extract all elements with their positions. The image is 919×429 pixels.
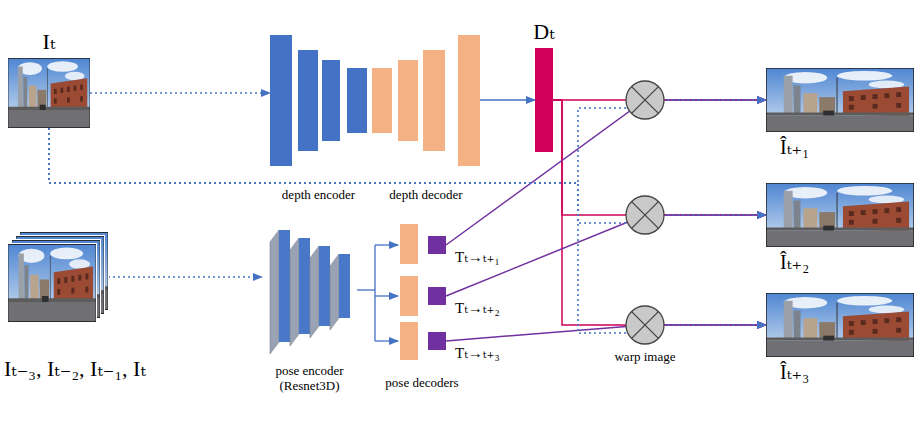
connector (480, 100, 535, 101)
node-label: pose encoder (Resnet3D) (250, 364, 370, 394)
photo (766, 293, 914, 357)
input-sequence-art (8, 232, 108, 322)
connector-line (357, 289, 375, 290)
connector-line (49, 128, 766, 333)
pose-decoder-bar (400, 322, 418, 360)
node-label: Îₜ₊₂ (780, 251, 809, 274)
warp-circle (626, 306, 664, 344)
connector-line (375, 340, 398, 341)
warp-operator (626, 306, 664, 344)
warp-cross (632, 202, 659, 229)
photo (8, 58, 90, 128)
pose-decoder-bar (400, 276, 418, 316)
warped-image: Îₜ₊₂ (766, 183, 914, 247)
depth-decoder-art (372, 35, 480, 166)
warp-operator (626, 81, 664, 119)
decoder-layer (423, 50, 445, 151)
warp-cross (632, 202, 659, 229)
connector-line (375, 244, 398, 245)
depth-map: Dₜ (535, 48, 553, 152)
warped-image: Îₜ₊₃ (766, 293, 914, 357)
pose-output (428, 287, 446, 305)
node-label: Îₜ₊₃ (780, 361, 809, 384)
transform-label: Tₜ→ₜ₊₁ (454, 248, 501, 266)
pose-encoder-art (262, 226, 357, 354)
input-image: Iₜ (8, 58, 90, 128)
depth-encoder-art (270, 35, 367, 166)
warped-image-art (766, 293, 914, 357)
encoder-layer (322, 60, 340, 141)
encoder-slab-front (299, 238, 310, 334)
warp-cross (632, 87, 659, 114)
connector-line (90, 92, 270, 94)
warp-circle (626, 81, 664, 119)
encoder-slab-side (330, 254, 339, 330)
node-label: Iₜ₋₃, Iₜ₋₂, Iₜ₋₁, Iₜ (4, 356, 146, 381)
warped-image: Îₜ₊₁ (766, 68, 914, 132)
transform-label: Tₜ→ₜ₊₃ (454, 344, 501, 362)
connector (90, 93, 270, 94)
depth-map-art (535, 48, 553, 152)
pose-decoders: pose decoders (398, 224, 446, 362)
decoder-layer (458, 35, 480, 166)
connector (357, 245, 398, 341)
warp-operator (626, 196, 664, 234)
node-label: depth encoder (282, 188, 355, 203)
decoder-layer (372, 68, 392, 133)
photo (766, 68, 914, 132)
connector (553, 100, 766, 325)
depth-encoder: depth encoder (270, 35, 367, 166)
node-label: depth decoder (389, 188, 462, 203)
connector-line (553, 100, 766, 325)
connector-line (480, 99, 535, 100)
encoder-slab-front (319, 246, 330, 326)
depth-decoder: depth decoder (372, 35, 480, 166)
warp-cross (632, 312, 659, 339)
input-sequence: Iₜ₋₃, Iₜ₋₂, Iₜ₋₁, Iₜ (8, 232, 108, 322)
encoder-layer (298, 50, 318, 151)
pose-encoder: pose encoder (Resnet3D) (262, 226, 357, 354)
connector-line (108, 276, 262, 278)
connector-line (446, 215, 766, 296)
pose-output (428, 332, 446, 350)
depth-map-bar (535, 48, 553, 152)
node-label: Dₜ (533, 19, 554, 44)
connector (446, 215, 766, 296)
pose-decoders-art (398, 224, 446, 362)
input-image-art (8, 58, 90, 128)
encoder-slab-side (270, 230, 279, 354)
encoder-slab-side (310, 246, 319, 338)
pose-decoder-bar (400, 224, 418, 264)
pose-output (428, 236, 446, 254)
connector (108, 277, 262, 278)
connector (553, 100, 766, 215)
transform-label: Tₜ→ₜ₊₂ (454, 299, 501, 317)
decoder-layer (398, 60, 418, 141)
photo (8, 244, 96, 322)
node-label: Îₜ₊₁ (780, 136, 809, 159)
connector (49, 128, 766, 333)
warped-image-art (766, 183, 914, 247)
encoder-layer (347, 68, 367, 133)
warp-cross (632, 312, 659, 339)
connector-line (375, 295, 398, 296)
connector-line (374, 245, 375, 341)
encoder-slab-front (279, 230, 290, 342)
photo-backing (7, 243, 97, 323)
node-label: Iₜ (43, 29, 56, 54)
encoder-layer (270, 35, 292, 166)
warp-cross (632, 87, 659, 114)
warped-image-art (766, 68, 914, 132)
operator-label: warp image (614, 350, 675, 365)
encoder-slab-front (339, 254, 350, 318)
connector-line (553, 100, 766, 215)
encoder-slab-side (290, 238, 299, 346)
warp-circle (626, 196, 664, 234)
node-label: pose decoders (385, 376, 458, 391)
photo (766, 183, 914, 247)
